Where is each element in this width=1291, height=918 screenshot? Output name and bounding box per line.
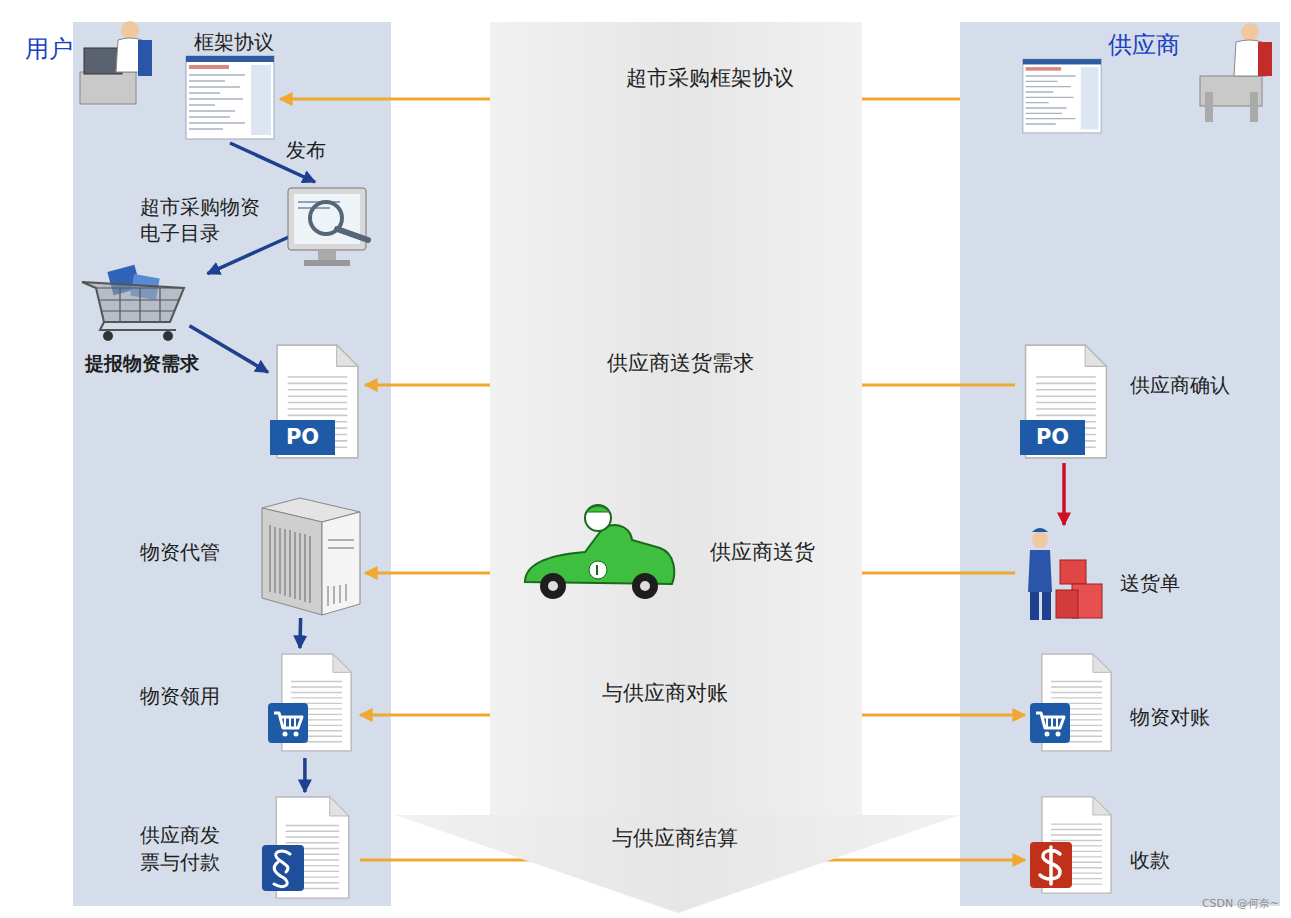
supplier-lane: 供应商 PO 供应商确认送货单物资对账收款 [960, 22, 1280, 906]
flow-arrow [1062, 463, 1066, 525]
requisition-doc [1030, 703, 1070, 743]
delivery-worker [1030, 592, 1039, 620]
po-document [1020, 420, 1085, 455]
user-lane: 用户框架协议超市采购物资电子目录提报物资需求PO物资代管物资领用供应商发票与付款 [73, 22, 391, 906]
po-badge-text: PO [1020, 420, 1085, 455]
supplier-at-computer [1241, 23, 1259, 41]
server-tower [270, 525, 310, 603]
delivery-worker [1032, 528, 1048, 532]
shopping-cart [100, 322, 176, 330]
e-catalog-monitor [288, 188, 366, 250]
user-at-computer [80, 72, 136, 104]
shopping-cart [103, 331, 113, 341]
shopping-cart [82, 282, 184, 322]
watermark: CSDN @何奈~ [1202, 896, 1279, 911]
edge-label: 与供应商结算 [612, 826, 738, 851]
requisition-doc [268, 654, 1111, 751]
flow-arrow [208, 236, 292, 274]
invoice-doc [262, 845, 304, 891]
node-label: 用户 [25, 34, 75, 64]
shopping-cart [82, 265, 184, 341]
po-document [277, 345, 358, 458]
node-label: 送货单 [1120, 571, 1186, 596]
node-label: 供应商确认 [1130, 373, 1242, 398]
shopping-cart [163, 331, 173, 341]
edge-label: 供应商送货需求 [607, 351, 754, 376]
node-label: 物资领用 [140, 684, 235, 709]
delivery-worker [1056, 590, 1078, 618]
po-document [1026, 345, 1107, 458]
e-catalog-monitor [318, 250, 336, 260]
delivery-worker [1028, 550, 1052, 592]
delivery-worker [1060, 560, 1086, 584]
framework-agreement-doc [186, 56, 1101, 139]
delivery-car [640, 581, 650, 591]
process-arrow-band [395, 22, 960, 913]
delivery-car [632, 573, 658, 599]
supplier-at-computer [1258, 42, 1272, 76]
supplier-at-computer [1250, 92, 1258, 122]
edge-label: 超市采购框架协议 [626, 66, 794, 91]
user-at-computer [138, 40, 152, 76]
node-label: 收款 [1130, 848, 1174, 873]
server-tower [328, 540, 354, 606]
edge-label: 与供应商对账 [602, 681, 728, 706]
delivery-worker [1042, 592, 1051, 620]
payment-doc [1030, 797, 1111, 893]
delivery-car [548, 581, 558, 591]
flow-arrow [190, 326, 269, 373]
e-catalog-monitor [337, 229, 368, 240]
delivery-car [585, 505, 611, 531]
server-tower [262, 508, 322, 615]
server-tower [322, 512, 360, 615]
invoice-doc [262, 797, 349, 898]
node-label: 框架协议 [194, 30, 278, 55]
server-tower [262, 498, 360, 615]
delivery-worker [1028, 528, 1102, 620]
delivery-worker [1032, 532, 1048, 548]
delivery-car [586, 506, 610, 512]
e-catalog-monitor [288, 188, 368, 266]
edge-label: 供应商送货 [710, 540, 815, 565]
edge-label: 发布 [286, 138, 326, 162]
node-label: 供应商发票与付款 [140, 822, 224, 876]
requisition-doc [268, 703, 308, 743]
flow-arrow [298, 618, 302, 648]
node-label: 供应商 [1108, 30, 1188, 60]
supplier-at-computer [1205, 92, 1213, 122]
node-label: 提报物资需求 [85, 352, 225, 376]
node-label: 物资代管 [140, 540, 235, 565]
flow-arrow [303, 758, 307, 792]
po-document [270, 420, 335, 455]
payment-doc [1030, 842, 1072, 888]
process-arrow-band [395, 815, 960, 913]
po-badge-text: PO [270, 420, 335, 455]
node-label: 超市采购物资电子目录 [140, 194, 266, 246]
shopping-cart [96, 288, 184, 322]
framework-agreement-doc [1023, 59, 1101, 133]
invoice-doc [274, 851, 290, 886]
delivery-car [596, 565, 598, 575]
user-at-computer [121, 21, 139, 39]
delivery-car [589, 561, 607, 579]
user-at-computer [80, 21, 152, 104]
e-catalog-monitor [304, 260, 350, 266]
payment-doc [1040, 847, 1060, 884]
delivery-car [525, 505, 674, 599]
framework-agreement-doc [186, 56, 274, 139]
po-document [270, 345, 1106, 458]
supplier-at-computer [1200, 23, 1272, 122]
delivery-car [540, 573, 566, 599]
process-arrow-band [490, 22, 862, 817]
node-label: 物资对账 [1130, 705, 1225, 730]
